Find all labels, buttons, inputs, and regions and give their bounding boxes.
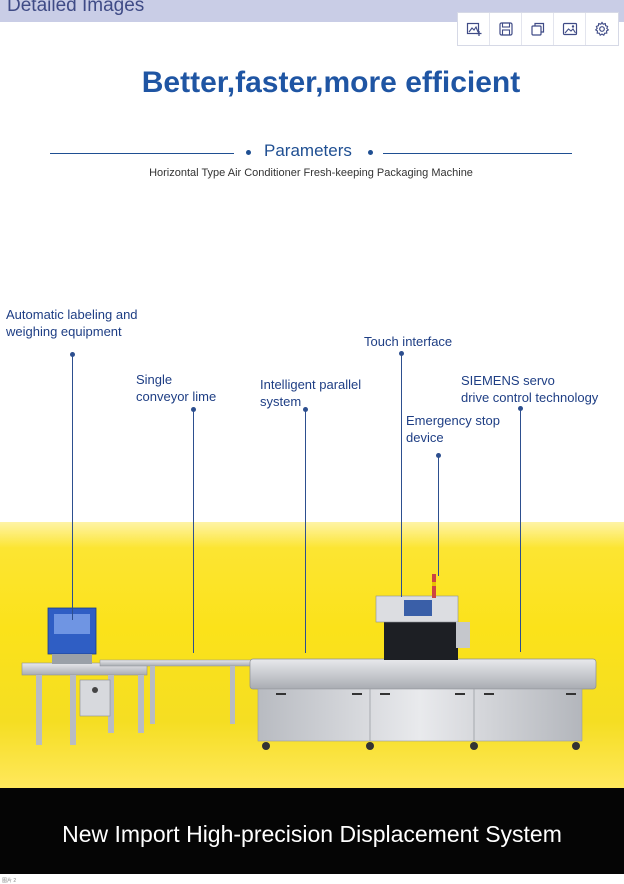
copy-button[interactable] [522,13,554,45]
leader-dot [70,352,75,357]
packaging-machine-illustration [21,574,597,750]
settings-button[interactable] [586,13,618,45]
leader-line [72,355,73,620]
divider-right [383,153,572,154]
leader-dot [518,406,523,411]
add-image-button[interactable] [458,13,490,45]
parameters-label: Parameters [264,141,352,160]
image-caption-note: 图片 2 [2,878,17,884]
leader-line [438,456,439,576]
image-add-icon [466,22,481,36]
callout-emergency: Emergency stop device [406,413,500,445]
divider-left [50,153,234,154]
poster-headline: Better,faster,more efficient [141,66,521,99]
machine-subtitle: Horizontal Type Air Conditioner Fresh-ke… [149,167,473,179]
callout-servo: SIEMENS servo drive control technology [461,373,599,405]
leader-dot [436,453,441,458]
bottom-caption: New Import High-precision Displacement S… [62,821,562,847]
callout-labeling: Automatic labeling and weighing equipmen… [6,307,138,339]
callout-parallel: Intelligent parallel system [260,377,362,409]
leader-line [305,410,306,653]
callout-touch: Touch interface [364,334,453,349]
leader-line [520,409,521,652]
parameters-heading: Parameters [50,140,572,164]
bullet-dot [246,150,251,155]
callout-conveyor: Single conveyor lime [136,372,217,404]
image-preview-icon [562,22,577,36]
save-icon [498,22,513,36]
preview-button[interactable] [554,13,586,45]
copy-icon [530,22,544,36]
gear-icon [594,21,610,37]
section-title: Detailed Images [7,0,145,16]
leader-line [193,410,194,653]
leader-dot [303,407,308,412]
caption-band [0,788,624,874]
image-toolbar [457,12,619,46]
bullet-dot [368,150,373,155]
save-button[interactable] [490,13,522,45]
leader-dot [191,407,196,412]
product-poster-image: Better,faster,more efficient Parameters … [0,22,624,877]
leader-dot [399,351,404,356]
leader-line [401,354,402,597]
